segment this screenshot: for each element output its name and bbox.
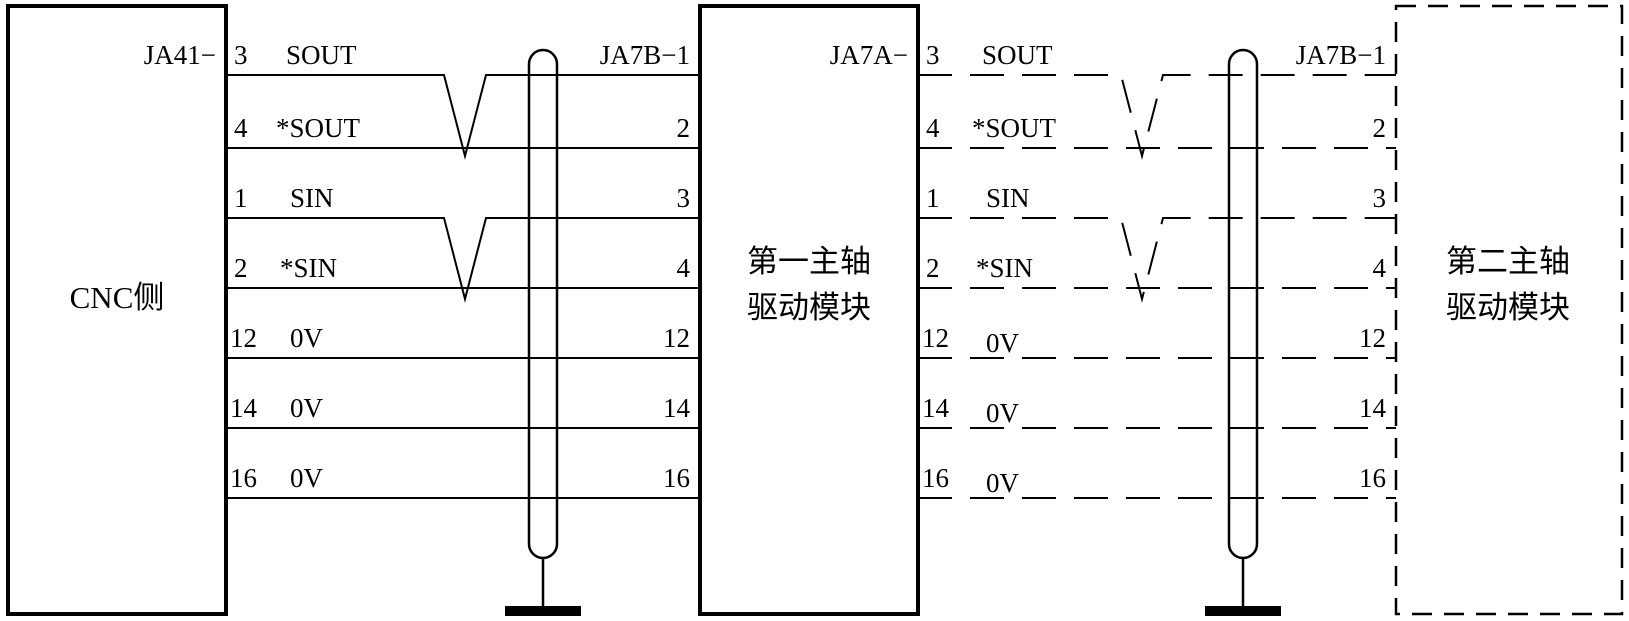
pin-right: 2: [677, 113, 691, 143]
signal-label: 0V: [986, 328, 1020, 358]
cnc-box-border: [6, 4, 228, 616]
pin-left: 4: [926, 113, 940, 143]
signal-label: SOUT: [286, 40, 357, 70]
signal-label: *SIN: [280, 253, 337, 283]
pin-left: 12: [922, 323, 949, 353]
signal-label: SIN: [290, 183, 334, 213]
pin-left: 14: [230, 393, 258, 423]
signal-label: SIN: [986, 183, 1030, 213]
pin-left: 1: [234, 183, 248, 213]
cnc-box-label: CNC侧: [70, 280, 165, 315]
signal-label: 0V: [290, 393, 324, 423]
shield-capsule-icon: [1227, 48, 1259, 560]
spindle1-box-border: [698, 4, 920, 616]
pin-right: 16: [1359, 463, 1386, 493]
pin-right: 4: [1373, 253, 1387, 283]
connector-label-left: JA7A−: [830, 40, 908, 70]
section1-labels: JA41− JA7B−1 3 SOUT 4 *SOUT 2 1 SIN 3 2 …: [144, 40, 691, 493]
pin-left: 2: [234, 253, 248, 283]
connector-label-right: JA7B−1: [600, 40, 690, 70]
signal-label: *SOUT: [972, 113, 1057, 143]
wire-sout-with-twist-mark: [918, 74, 1396, 160]
spindle1-box-label-line2: 驱动模块: [747, 290, 871, 325]
pin-right: 3: [677, 183, 691, 213]
pin-left: 4: [234, 113, 248, 143]
cnc-box: CNC侧: [6, 4, 228, 616]
spindle2-box-label-line1: 第二主轴: [1446, 244, 1570, 279]
wire-sin-with-twist-mark: [918, 217, 1396, 303]
spindle2-box: 第二主轴 驱动模块: [1394, 4, 1624, 616]
pin-left: 1: [926, 183, 940, 213]
pin-left: 3: [926, 40, 940, 70]
ground-bar-icon: [505, 606, 581, 616]
pin-left: 3: [234, 40, 248, 70]
pin-right: 12: [1359, 323, 1386, 353]
spindle2-box-border: [1394, 4, 1624, 616]
signal-label: 0V: [290, 463, 324, 493]
pin-right: 3: [1373, 183, 1387, 213]
signal-label: 0V: [986, 398, 1020, 428]
pin-left: 16: [230, 463, 257, 493]
pin-left: 16: [922, 463, 949, 493]
pin-right: 14: [1359, 393, 1387, 423]
pin-right: 16: [663, 463, 690, 493]
signal-label: 0V: [290, 323, 324, 353]
ground-bar-icon: [1205, 606, 1281, 616]
pin-left: 12: [230, 323, 257, 353]
pin-right: 4: [677, 253, 691, 283]
pin-right: 12: [663, 323, 690, 353]
pin-right: 2: [1373, 113, 1387, 143]
spindle1-box: 第一主轴 驱动模块: [698, 4, 920, 616]
signal-label: *SOUT: [276, 113, 361, 143]
section1-wires: [226, 74, 700, 499]
section2-wires: [918, 74, 1396, 499]
pin-left: 2: [926, 253, 940, 283]
shield-capsule-icon: [527, 48, 559, 560]
signal-label: SOUT: [982, 40, 1053, 70]
signal-label: 0V: [986, 468, 1020, 498]
pin-left: 14: [922, 393, 950, 423]
section1-shield: [505, 48, 581, 616]
section2-labels: JA7A− JA7B−1 3 SOUT 4 *SOUT 2 1 SIN 3 2 …: [830, 40, 1387, 498]
connector-label-left: JA41−: [144, 40, 216, 70]
signal-label: *SIN: [976, 253, 1033, 283]
spindle2-box-label-line2: 驱动模块: [1446, 290, 1570, 325]
pin-right: 14: [663, 393, 691, 423]
section2-shield: [1205, 48, 1281, 616]
spindle1-box-label-line1: 第一主轴: [747, 244, 871, 279]
connector-label-right: JA7B−1: [1296, 40, 1386, 70]
